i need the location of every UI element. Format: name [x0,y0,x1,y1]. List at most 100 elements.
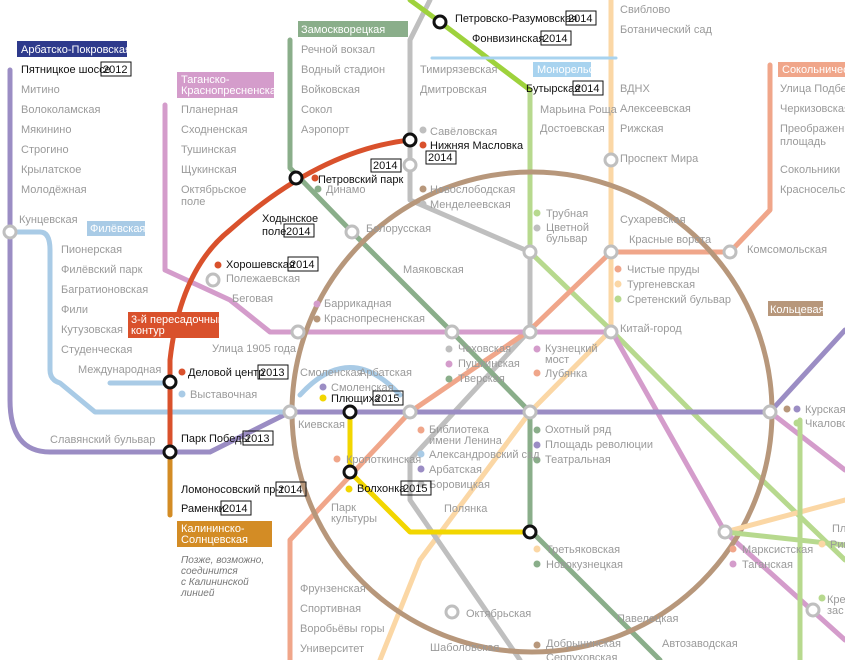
station-belorus: Белорусская [366,223,431,235]
station-skhodn: Сходненская [181,124,248,136]
station-arbatsk1: Арбатская [359,367,412,379]
station-labels: Тимирязевская Дмитровская Савёловская Ди… [19,4,845,660]
station-tverskaya: Тверская [458,373,505,385]
station-chkalov: Чкаловская [805,418,845,430]
year-lomonos: 2014 [278,484,302,496]
year-petrovsko: 2014 [568,13,592,25]
station-plyushikha: Плющиха [331,393,381,405]
station-mendel: Менделеевская [430,199,511,211]
station-sviblovo: Свиблово [620,4,670,16]
year-butyr: 2014 [575,83,599,95]
station-aeroport: Аэропорт [301,124,349,136]
station-taganskaya: Таганская [742,559,793,571]
badge-koltsevaya-label: Кольцевая [770,304,825,316]
station-filpark: Филёвский парк [61,264,143,276]
station-trubnaya: Трубная [546,208,588,220]
station-sreten: Сретенский бульвар [627,294,731,306]
station-rechnoy: Речной вокзал [301,44,375,56]
station-ramenki: Раменки [181,503,225,515]
badge-zamoskvor-label: Замоскворецкая [301,24,385,36]
badge-taganko-label-1: Таганско- [181,74,230,86]
badge-sokolnich-label: Сокольническая [782,64,845,76]
station-bibl2: имени Ленина [429,435,503,447]
station-vodny: Водный стадион [301,64,385,76]
station-dobryn: Добрынинская [546,638,621,650]
station-sokolniki: Сокольники [780,164,840,176]
station-krest1: Крес [827,594,845,606]
year-khodyn: 2014 [286,226,310,238]
station-pionersk: Пионерская [61,244,122,256]
station-krylat: Крылатское [21,164,81,176]
station-arbatsk2: Арбатская [429,464,482,476]
station-dmitrov: Дмитровская [420,84,487,96]
station-serpukh: Серпуховская [546,652,618,660]
station-voykov: Войковская [301,84,360,96]
year-parkpob: 2013 [245,433,269,445]
station-novoslob: Новослободская [430,184,515,196]
line-tagansko [162,102,614,335]
station-fonvizin: Фонвизинская [472,33,544,45]
station-polyanka: Полянка [444,503,488,515]
station-mitino: Митино [21,84,60,96]
station-preobr2: площадь [780,136,826,148]
station-rizhsk: Рижская [620,123,664,135]
station-butyr: Бутырская [526,83,580,95]
year-fonvizin: 2014 [543,33,567,45]
new-station-labels: Петровско-Разумовская 2014 Фонвизинская … [21,10,604,516]
badge-arbatsko [17,41,127,57]
station-vystav: Выставочная [190,389,257,401]
station-ul1905: Улица 1905 года [212,343,297,355]
station-mayakov: Маяковская [403,264,464,276]
station-mezhdunar: Международная [78,364,161,376]
station-volokol: Волоколамская [21,104,100,116]
station-tushin: Тушинская [181,144,236,156]
badge-kalinin-label-2: Солнцевская [181,534,248,546]
station-prmira: Проспект Мира [620,153,699,165]
badge-zamoskvor [298,21,408,37]
badge-taganko [177,72,274,98]
station-oktpole1: Октябрьское [181,184,246,196]
station-shchukin: Щукинская [181,164,237,176]
year-khoroshev: 2014 [290,259,314,271]
line-serpukhovskaya [407,0,533,660]
year-ramenki: 2014 [223,503,247,515]
svg-text:соединится: соединится [181,566,238,577]
station-sport: Спортивная [300,603,361,615]
badge-third-label-2: контур [131,325,165,337]
badge-filevskaya-label: Филёвская [90,223,145,235]
station-kievsk: Киевская [298,419,345,431]
station-barrik: Баррикадная [324,298,391,310]
year-volkhonka: 2015 [403,483,427,495]
station-kuzn1: Кузнецкий [545,343,598,355]
station-kuzn2: мост [545,354,569,366]
station-pl-cut: Пл [832,523,845,535]
station-lubyanka: Лубянка [545,368,588,380]
station-ploshrev: Площадь революции [545,439,653,451]
station-alekseev: Алексеевская [620,103,691,115]
station-vorobyov: Воробьёвы горы [300,623,385,635]
station-parkkult1: Парк [331,502,356,514]
svg-text:Позже, возможно,: Позже, возможно, [181,555,264,566]
station-nizhnyaya: Нижняя Масловка [430,140,524,152]
station-krasnosel: Красносельска [780,184,845,196]
year-plyushikha: 2015 [375,393,399,405]
station-borovits: Боровицкая [429,479,490,491]
station-planern: Планерная [181,104,238,116]
interchange-rings [2,152,778,620]
badge-koltsevaya [768,301,823,316]
station-vdnkh: ВДНХ [620,83,650,95]
station-kuntsev: Кунцевская [19,214,78,226]
badge-monorail [533,62,591,77]
line-arbatsko [7,67,845,455]
station-molodezh: Молодёжная [21,184,87,196]
line-tagansko-east2 [767,409,845,473]
station-smolensk1: Смоленская [300,367,363,379]
line-tagansko-east [608,327,845,643]
station-kropotk: Кропоткинская [346,454,421,466]
line-kaluzh-east [722,497,845,535]
badge-third-label-1: 3-й пересадочный [131,314,224,326]
station-delovoy: Деловой центр [188,367,264,379]
line-sokolnicheskaya [287,62,773,660]
station-savel: Савёловская [430,126,497,138]
